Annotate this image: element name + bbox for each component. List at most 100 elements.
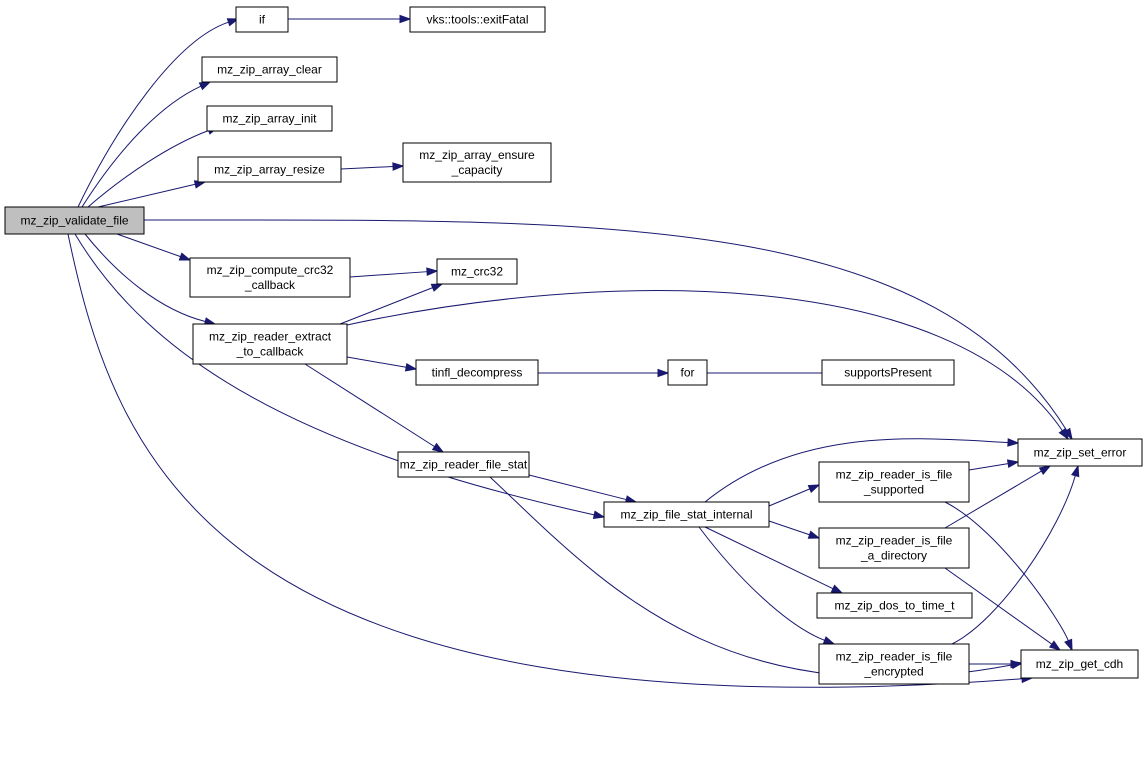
arrow-head bbox=[404, 362, 418, 372]
node-extract[interactable]: mz_zip_reader_extract_to_callback bbox=[192, 323, 348, 365]
edge-file_stat_internal-to-is_encrypted bbox=[698, 526, 836, 645]
node-label: mz_zip_array_clear bbox=[217, 63, 322, 77]
edge-array_resize-to-array_ensure bbox=[340, 162, 405, 171]
edge-line bbox=[74, 233, 595, 516]
edge-line bbox=[77, 21, 229, 208]
edge-validate_file-to-array_resize bbox=[97, 180, 207, 208]
node-set_error[interactable]: mz_zip_set_error bbox=[1017, 438, 1143, 467]
node-label: vks::tools::exitFatal bbox=[426, 13, 528, 27]
node-label: mz_zip_validate_file bbox=[20, 214, 128, 228]
edge-is_supported-to-get_cdh bbox=[944, 501, 1073, 652]
edge-for-to-supportsPresent bbox=[707, 368, 837, 378]
arrow-head bbox=[198, 81, 212, 91]
arrow-head bbox=[1058, 427, 1069, 441]
node-label: mz_zip_compute_crc32 bbox=[207, 263, 334, 277]
edge-file_stat_internal-to-is_directory bbox=[768, 520, 821, 539]
node-label: _callback bbox=[244, 278, 296, 292]
node-label: for bbox=[680, 366, 694, 380]
node-file_stat[interactable]: mz_zip_reader_file_stat bbox=[397, 451, 530, 478]
edge-extract-to-crc32 bbox=[339, 283, 444, 325]
node-box bbox=[818, 643, 970, 685]
node-box bbox=[402, 142, 552, 183]
edge-if-to-exitFatal bbox=[288, 14, 412, 24]
arrow-head bbox=[1048, 640, 1062, 651]
arrow-head bbox=[830, 584, 844, 594]
node-for[interactable]: for bbox=[667, 359, 708, 386]
node-supportsPresent[interactable]: supportsPresent bbox=[821, 359, 955, 386]
node-box bbox=[197, 156, 342, 183]
node-box bbox=[415, 359, 539, 386]
node-array_ensure[interactable]: mz_zip_array_ensure_capacity bbox=[402, 142, 552, 183]
node-label: mz_zip_set_error bbox=[1034, 446, 1127, 460]
node-compute_crc32[interactable]: mz_zip_compute_crc32_callback bbox=[189, 257, 351, 298]
node-is_directory[interactable]: mz_zip_reader_is_file_a_directory bbox=[818, 527, 970, 569]
arrow-head bbox=[1006, 459, 1020, 468]
node-box bbox=[201, 56, 338, 83]
node-label: mz_zip_reader_file_stat bbox=[400, 458, 528, 472]
node-label: mz_zip_file_stat_internal bbox=[620, 508, 752, 522]
node-is_encrypted[interactable]: mz_zip_reader_is_file_encrypted bbox=[818, 643, 970, 685]
node-array_clear[interactable]: mz_zip_array_clear bbox=[201, 56, 338, 83]
edge-compute_crc32-to-crc32 bbox=[349, 267, 439, 278]
arrow-head bbox=[822, 636, 836, 645]
node-label: supportsPresent bbox=[844, 366, 932, 380]
node-label: _encrypted bbox=[863, 665, 923, 679]
node-is_supported[interactable]: mz_zip_reader_is_file_supported bbox=[818, 461, 970, 503]
edge-line bbox=[944, 470, 1042, 529]
node-label: if bbox=[259, 13, 266, 27]
edge-extract-to-file_stat bbox=[304, 363, 445, 453]
node-label: mz_zip_reader_is_file bbox=[836, 468, 953, 482]
arrow-head bbox=[431, 442, 445, 453]
arrow-head bbox=[226, 18, 240, 27]
node-box bbox=[1020, 649, 1139, 679]
edge-line bbox=[81, 85, 202, 208]
edge-line bbox=[346, 356, 407, 368]
node-label: _to_callback bbox=[236, 345, 305, 359]
node-array_init[interactable]: mz_zip_array_init bbox=[206, 105, 333, 132]
edge-file_stat_internal-to-is_supported bbox=[768, 484, 821, 507]
node-label: _supported bbox=[863, 483, 924, 497]
node-label: mz_zip_reader_is_file bbox=[836, 534, 953, 548]
edge-line bbox=[143, 219, 1068, 431]
node-box bbox=[4, 206, 145, 235]
node-tinfl[interactable]: tinfl_decompress bbox=[415, 359, 539, 386]
edge-line bbox=[304, 363, 435, 448]
arrow-head bbox=[399, 14, 412, 24]
node-box bbox=[818, 461, 970, 503]
node-box bbox=[192, 323, 348, 365]
node-get_cdh[interactable]: mz_zip_get_cdh bbox=[1020, 649, 1139, 679]
arrow-head bbox=[1064, 638, 1073, 652]
edge-line bbox=[346, 290, 1063, 432]
node-box bbox=[1017, 438, 1143, 467]
edge-extract-to-tinfl bbox=[346, 356, 418, 372]
node-file_stat_internal[interactable]: mz_zip_file_stat_internal bbox=[603, 501, 770, 528]
node-validate_file[interactable]: mz_zip_validate_file bbox=[4, 206, 145, 235]
node-label: mz_zip_reader_extract bbox=[209, 330, 332, 344]
edge-line bbox=[97, 183, 196, 208]
node-box bbox=[816, 592, 973, 619]
edge-tinfl-to-for bbox=[538, 368, 670, 378]
node-dos_to_time[interactable]: mz_zip_dos_to_time_t bbox=[816, 592, 973, 619]
node-box bbox=[667, 359, 708, 386]
node-box bbox=[206, 105, 333, 132]
edge-line bbox=[116, 233, 181, 258]
node-crc32[interactable]: mz_crc32 bbox=[436, 258, 518, 285]
node-array_resize[interactable]: mz_zip_array_resize bbox=[197, 156, 342, 183]
edge-line bbox=[67, 233, 1023, 688]
edge-line bbox=[944, 501, 1069, 641]
edge-line bbox=[968, 463, 1009, 471]
edge-file_stat_internal-to-set_error bbox=[704, 438, 1020, 503]
arrow-head bbox=[178, 252, 192, 261]
edge-extract-to-set_error bbox=[346, 290, 1069, 441]
edge-file_stat_internal-to-dos_to_time bbox=[704, 526, 844, 594]
node-if[interactable]: if bbox=[235, 6, 289, 33]
node-label: mz_zip_get_cdh bbox=[1036, 657, 1123, 671]
node-box bbox=[235, 6, 289, 33]
node-exitFatal[interactable]: vks::tools::exitFatal bbox=[409, 6, 546, 33]
edge-line bbox=[349, 271, 428, 278]
edge-line bbox=[339, 287, 433, 325]
arrow-head bbox=[1010, 659, 1023, 669]
edge-line bbox=[528, 474, 627, 501]
node-label: mz_zip_array_ensure bbox=[419, 148, 535, 162]
edge-validate_file-to-file_stat_internal bbox=[74, 233, 606, 519]
